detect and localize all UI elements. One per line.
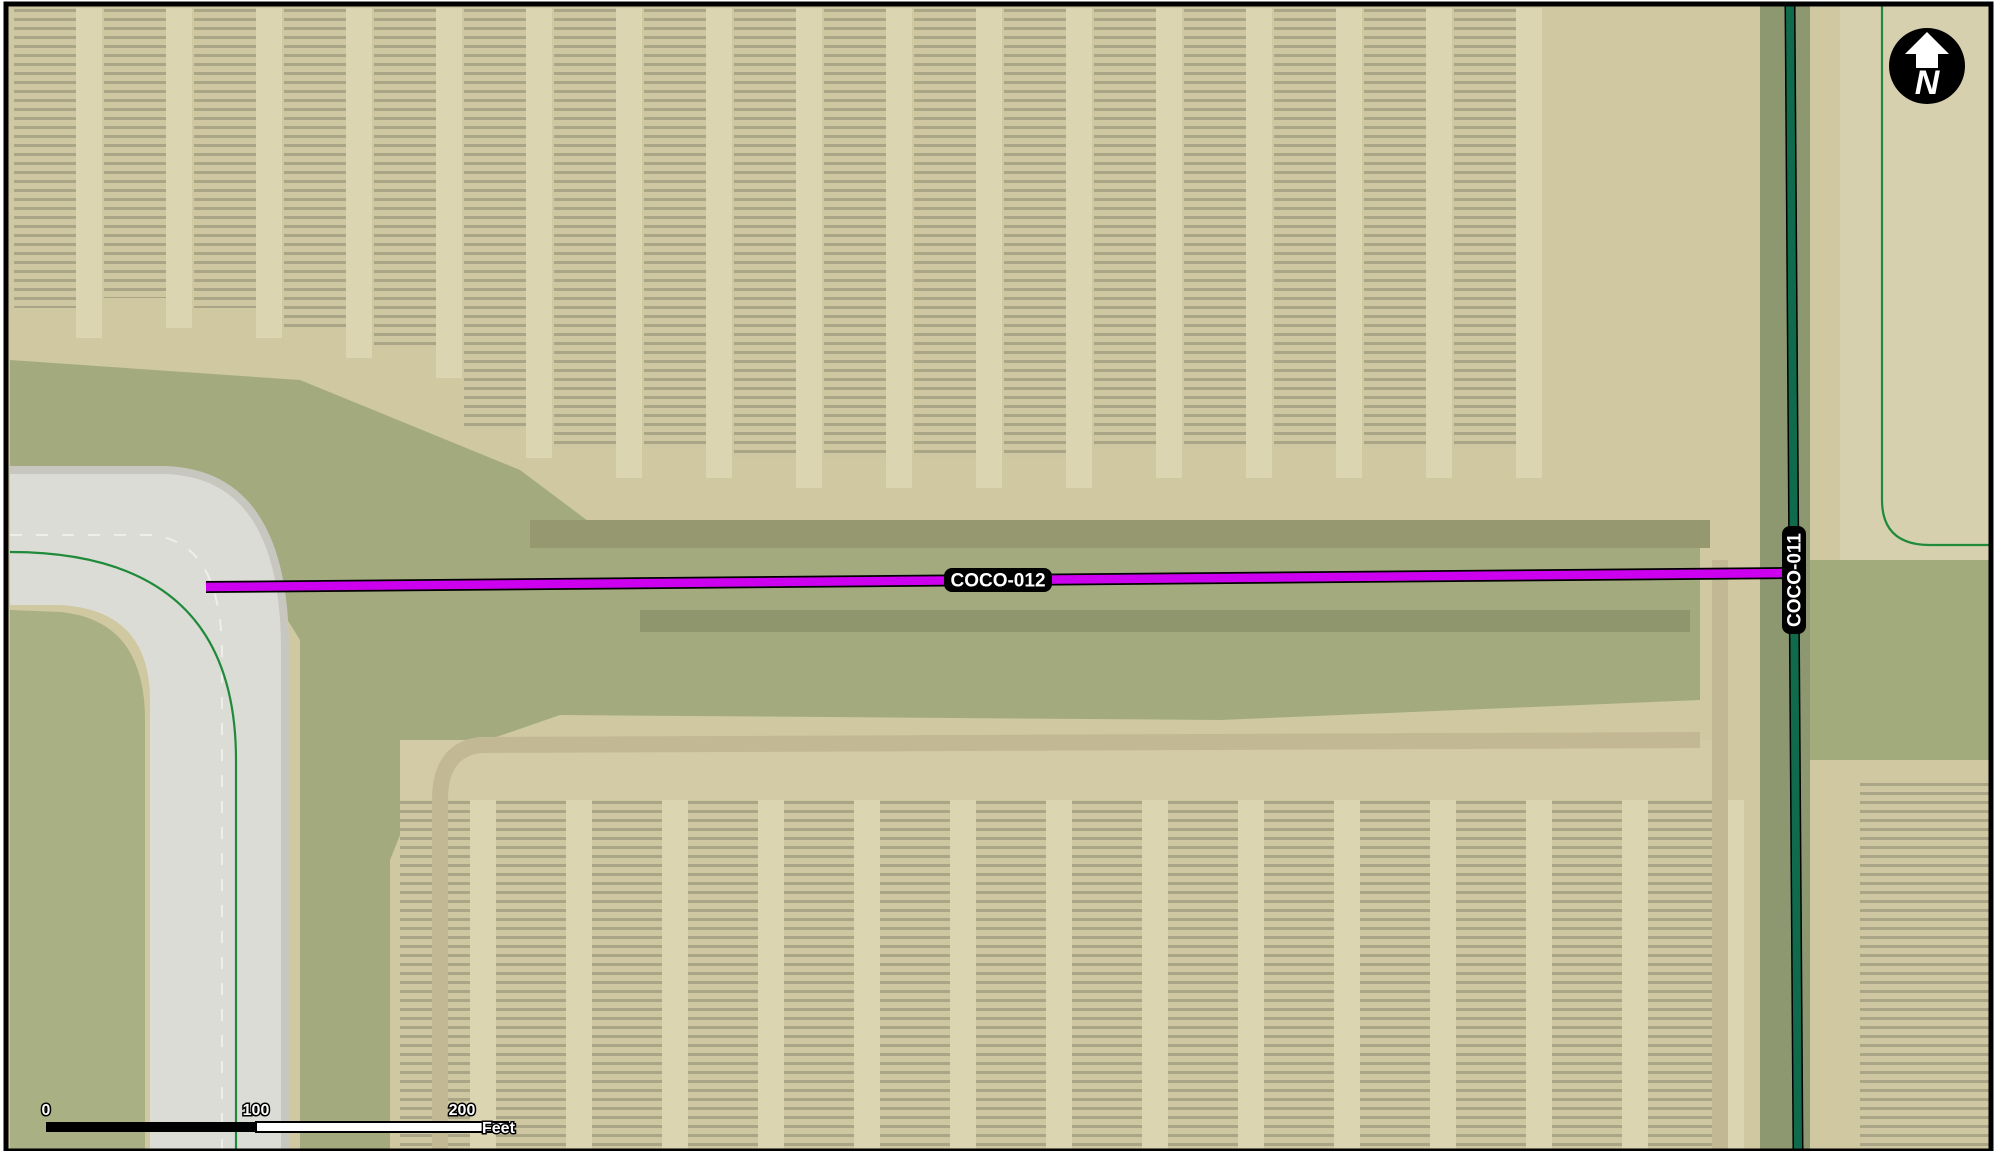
south-field-block <box>1168 800 1238 1151</box>
field-path <box>1426 8 1452 478</box>
field-path <box>256 8 282 338</box>
field-path <box>436 8 462 378</box>
field-path <box>526 8 552 458</box>
field-path <box>662 800 688 1151</box>
vegetation-band <box>10 360 1700 1151</box>
north-field-block <box>194 8 256 308</box>
field-path <box>1246 8 1272 478</box>
south-field-block <box>1072 800 1142 1151</box>
scale-tick-100: 100 <box>243 1102 270 1119</box>
field-path <box>1430 800 1456 1151</box>
south-field-block <box>1552 800 1622 1151</box>
scale-unit: Feet <box>482 1120 516 1137</box>
field-path <box>1516 8 1542 478</box>
south-field-block <box>880 800 950 1151</box>
north-field-block <box>14 8 76 308</box>
field-path <box>758 800 784 1151</box>
north-field-block <box>1454 8 1516 448</box>
north-field-block <box>1364 8 1426 448</box>
field-path <box>886 8 912 488</box>
field-path <box>566 800 592 1151</box>
field-path <box>1622 800 1648 1151</box>
scale-tick-0: 0 <box>42 1102 51 1119</box>
north-field-blocks <box>14 8 1542 488</box>
field-path <box>854 800 880 1151</box>
field-path <box>976 8 1002 488</box>
map-frame <box>3 1 1994 1151</box>
south-field-block <box>592 800 662 1151</box>
south-field-block <box>784 800 854 1151</box>
north-field-block <box>1184 8 1246 448</box>
field-path <box>1156 8 1182 478</box>
north-field-block <box>284 8 346 328</box>
east-vegetation <box>1810 560 1990 760</box>
south-field-blocks <box>400 800 1744 1151</box>
canal-north <box>530 520 1710 548</box>
north-field-block <box>1094 8 1156 448</box>
field-path <box>1238 800 1264 1151</box>
north-field-block <box>914 8 976 458</box>
boundary-line-west <box>9 550 238 1151</box>
field-path <box>166 8 192 328</box>
north-arrow-icon: N <box>1889 28 1965 104</box>
south-field-block <box>1360 800 1430 1151</box>
north-field-block <box>734 8 796 458</box>
south-field-block <box>976 800 1046 1151</box>
field-path <box>346 8 372 358</box>
south-field-block <box>1648 800 1718 1151</box>
north-field-block <box>554 8 616 448</box>
north-field-block <box>104 8 166 298</box>
field-path <box>1526 800 1552 1151</box>
road-west-vegetation <box>10 610 145 1151</box>
dirt-track <box>432 560 1728 1151</box>
field-path <box>796 8 822 488</box>
south-field-block <box>496 800 566 1151</box>
east-field-south <box>1860 780 1990 1151</box>
scale-tick-200: 200 <box>449 1102 476 1119</box>
south-field-block <box>1456 800 1526 1151</box>
canal-south <box>640 610 1690 632</box>
field-path <box>1066 8 1092 488</box>
label-coco-011: COCO-011 <box>1782 526 1806 634</box>
north-field-block <box>644 8 706 448</box>
boundary-line-east <box>1880 6 1990 547</box>
south-field-block <box>688 800 758 1151</box>
field-path <box>1336 8 1362 478</box>
field-path <box>1142 800 1168 1151</box>
label-coco-011-text: COCO-011 <box>1785 533 1806 627</box>
north-field-block <box>374 8 436 348</box>
north-field-block <box>464 8 526 428</box>
scale-bar: 0 100 200 Feet <box>40 1101 517 1139</box>
south-field-block <box>1264 800 1334 1151</box>
label-coco-012: COCO-012 <box>944 568 1052 592</box>
field-path <box>706 8 732 478</box>
field-path <box>950 800 976 1151</box>
north-field-block <box>824 8 886 458</box>
north-field-block <box>1274 8 1336 448</box>
road <box>10 470 285 1151</box>
field-path <box>616 8 642 478</box>
field-path <box>1334 800 1360 1151</box>
field-path <box>1046 800 1072 1151</box>
field-path <box>470 800 496 1151</box>
field-path <box>76 8 102 338</box>
road-shoulder <box>10 466 289 1151</box>
label-coco-012-text: COCO-012 <box>950 571 1045 592</box>
north-field-block <box>1004 8 1066 458</box>
north-arrow-letter: N <box>1915 64 1941 102</box>
